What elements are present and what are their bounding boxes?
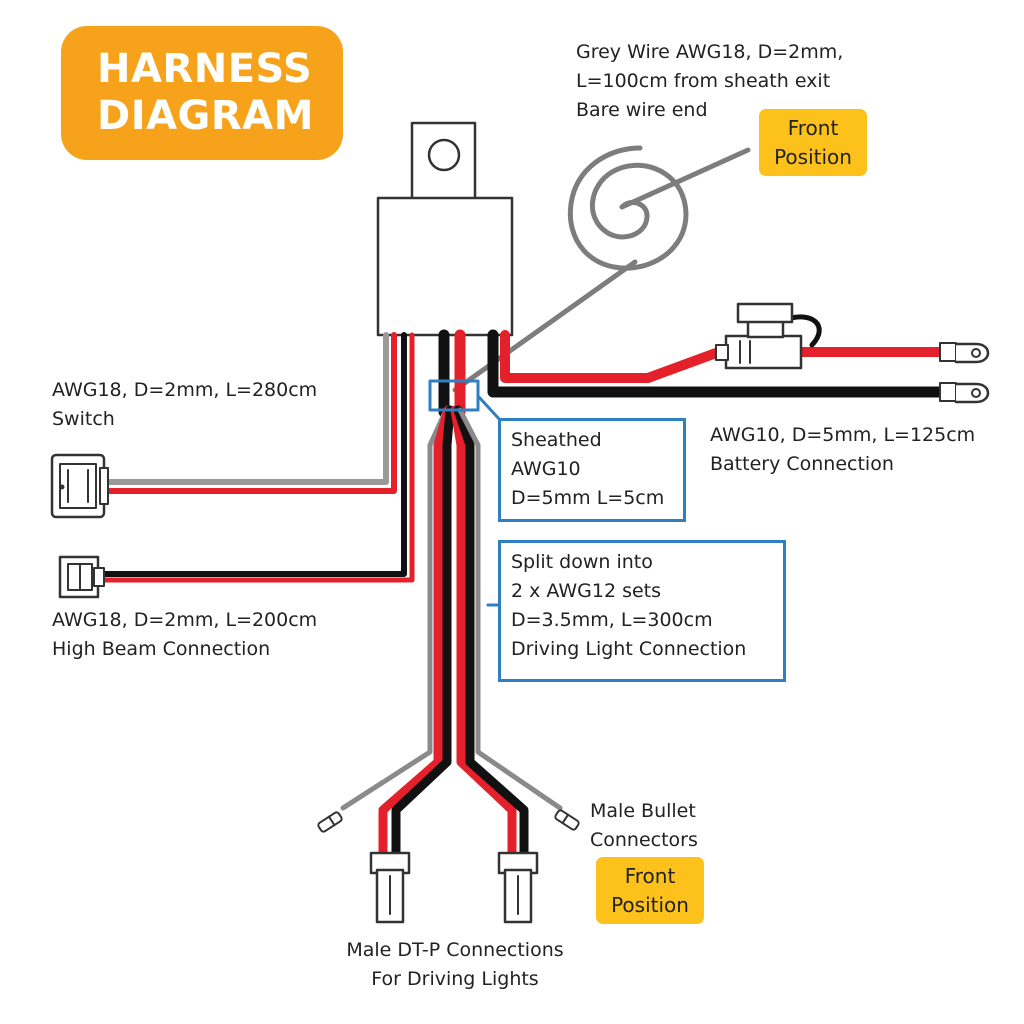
connector-plug-icon [58,555,105,599]
grey-wire-label: Grey Wire AWG18, D=2mm, L=100cm from she… [576,38,843,125]
front-position-tag-line: Front [624,864,676,888]
sheathed-callout: Sheathed AWG10 D=5mm L=5cm [498,418,686,522]
sheathed-callout-line: D=5mm L=5cm [511,487,665,509]
switch-wire-grey [97,332,389,485]
fuse-holder-icon [715,302,822,370]
front-position-tag-bottom: Front Position [596,857,704,924]
highbeam-wire-red [95,332,415,583]
grey-wire-coil-icon [567,145,689,271]
grey-wire-label-line: Grey Wire AWG18, D=2mm, [576,41,844,63]
split-callout: Split down into 2 x AWG12 sets D=3.5mm, … [498,540,786,682]
relay-icon [376,121,514,337]
title-line-1: HARNESS [97,46,313,92]
bullet-connector-icon [317,809,580,833]
battery-label-line: AWG10, D=5mm, L=125cm [710,424,976,446]
title-badge: HARNESS DIAGRAM [61,26,343,160]
switch-label: AWG18, D=2mm, L=280cm Switch [52,376,317,434]
high-beam-label-line: High Beam Connection [52,638,271,660]
split-callout-line: 2 x AWG12 sets [511,580,662,602]
split-callout-line: Driving Light Connection [511,638,747,660]
sheathed-callout-line: AWG10 [511,458,581,480]
male-bullet-label: Male Bullet Connectors [590,797,698,855]
rocker-switch-icon [50,453,109,519]
highbeam-wire-black [95,332,407,577]
sheathed-callout-line: Sheathed [511,429,602,451]
grey-wire-to-sheath [452,259,638,393]
male-bullet-label-line: Connectors [590,829,698,851]
battery-label: AWG10, D=5mm, L=125cm Battery Connection [710,421,975,479]
male-bullet-label-line: Male Bullet [590,800,696,822]
set-right-black [453,405,529,860]
dtp-label-line: Male DT-P Connections [346,939,564,961]
high-beam-label-line: AWG18, D=2mm, L=200cm [52,609,318,631]
dtp-label-line: For Driving Lights [371,968,539,990]
battery-label-line: Battery Connection [710,453,894,475]
switch-wire-red [97,332,397,494]
switch-label-line: Switch [52,408,115,430]
ring-terminal-icon [939,342,990,404]
battery-wire-red [500,330,721,383]
split-callout-line: D=3.5mm, L=300cm [511,609,713,631]
split-callout-line: Split down into [511,551,653,573]
front-position-tag-line: Position [611,893,689,917]
switch-label-line: AWG18, D=2mm, L=280cm [52,379,318,401]
title-line-2: DIAGRAM [97,93,314,139]
front-position-tag-line: Position [774,145,852,169]
battery-wire-black [487,329,946,398]
grey-wire-label-line: L=100cm from sheath exit [576,70,831,92]
set-left-red [378,405,453,860]
set-left-black [391,405,455,860]
dtp-connector-icon [369,851,539,924]
set-right-grey [457,407,563,811]
sheath-leader [476,394,502,422]
grey-wire-label-line: Bare wire end [576,99,708,121]
set-left-grey [340,407,449,811]
grey-wire-lead [619,147,751,210]
set-right-red [450,405,517,860]
dtp-label: Male DT-P Connections For Driving Lights [320,936,590,994]
front-position-tag-top: Front Position [759,109,867,176]
high-beam-label: AWG18, D=2mm, L=200cm High Beam Connecti… [52,606,317,664]
front-position-tag-line: Front [787,116,839,140]
